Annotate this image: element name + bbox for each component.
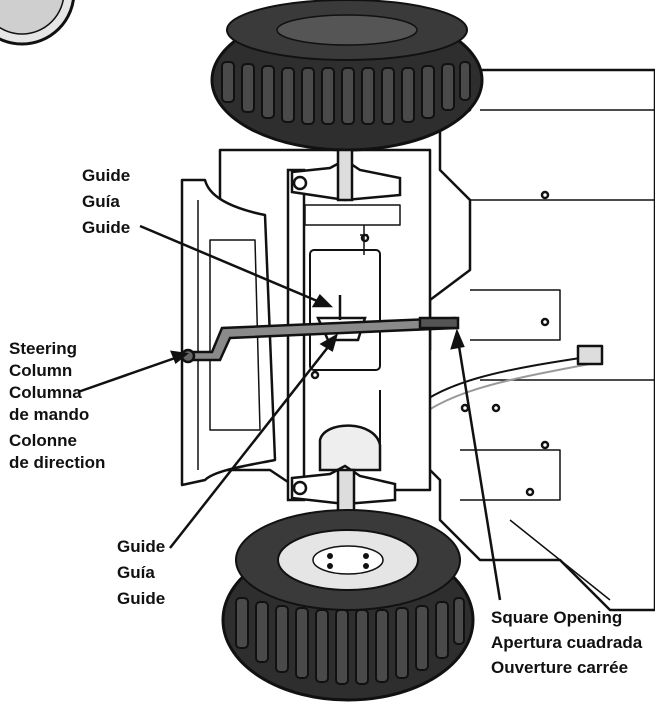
label-square-opening-es: Apertura cuadrada — [491, 633, 643, 652]
label-guide-bottom-en: Guide — [117, 537, 165, 556]
label-guide-bottom-fr: Guide — [117, 589, 165, 608]
step-number-badge — [0, 0, 75, 46]
label-square-opening-en: Square Opening — [491, 608, 622, 627]
label-guide-top: Guide Guía Guide — [82, 166, 130, 237]
label-steering-column: Steering Column Columna de mando Colonne… — [9, 339, 105, 472]
label-guide-bottom: Guide Guía Guide — [117, 537, 165, 608]
label-steering-en-1: Steering — [9, 339, 77, 358]
leader-guide-top — [139, 224, 323, 305]
label-guide-bottom-es: Guía — [117, 563, 155, 582]
label-square-opening-fr: Ouverture carrée — [491, 658, 628, 677]
top-steering-knuckle — [290, 148, 402, 202]
label-steering-en-2: Column — [9, 361, 72, 380]
leader-square-opening — [456, 339, 502, 601]
leader-lines — [77, 224, 502, 601]
leader-guide-bottom — [169, 341, 333, 549]
label-guide-fr: Guide — [82, 218, 130, 237]
label-guide-es: Guía — [82, 192, 120, 211]
top-tire — [210, 0, 484, 152]
vehicle-body — [398, 68, 655, 612]
bottom-tire — [221, 509, 475, 702]
label-steering-fr-1: Colonne — [9, 431, 77, 450]
label-steering-es-1: Columna — [9, 383, 82, 402]
label-steering-es-2: de mando — [9, 405, 89, 424]
hairpin-clip — [360, 225, 368, 255]
leader-steering-column — [77, 355, 179, 394]
label-steering-fr-2: de direction — [9, 453, 105, 472]
label-square-opening: Square Opening Apertura cuadrada Ouvertu… — [491, 608, 643, 677]
label-guide-en: Guide — [82, 166, 130, 185]
